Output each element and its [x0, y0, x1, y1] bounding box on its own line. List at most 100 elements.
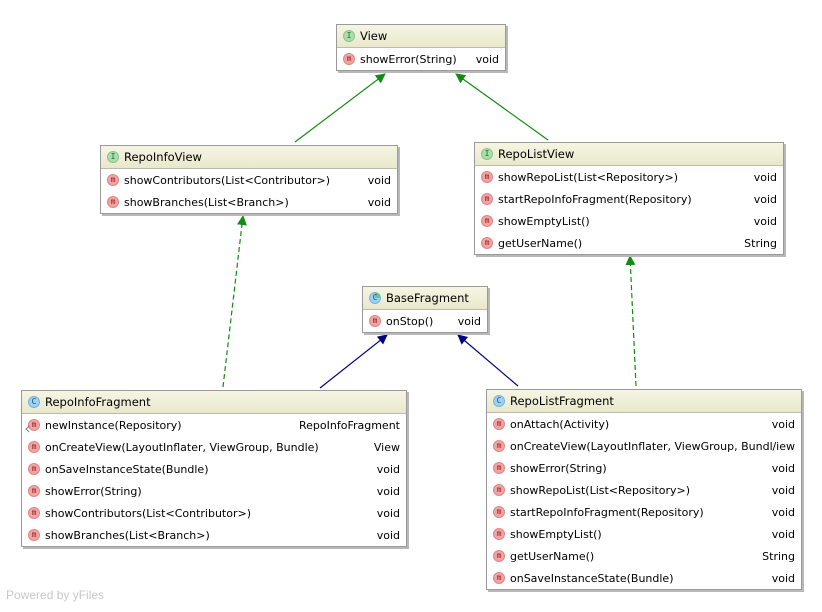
method-signature: showError(String) — [360, 52, 457, 66]
method-icon: m — [493, 462, 505, 474]
method-signature: showError(String) — [45, 484, 142, 498]
method-return-type: void — [753, 170, 777, 184]
method-row[interactable]: m startRepoInfoFragment(Repository) void — [487, 501, 801, 523]
method-icon: m — [343, 53, 355, 65]
method-row[interactable]: m showContributors(List<Contributor>) vo… — [101, 169, 397, 191]
method-signature: onAttach(Activity) — [510, 417, 610, 431]
method-row[interactable]: m showEmptyList() void — [475, 210, 783, 232]
edge-repolistfragment-implements-repolistview — [625, 255, 637, 387]
method-signature: showRepoList(List<Repository>) — [510, 483, 691, 497]
method-icon: m — [107, 174, 119, 186]
class-icon: C — [493, 395, 505, 407]
method-row[interactable]: m showError(String) void — [337, 48, 505, 70]
node-title: View — [360, 29, 388, 43]
node-header: C RepoListFragment — [487, 390, 801, 413]
method-row[interactable]: m onStop() void — [363, 310, 487, 332]
method-signature: showRepoList(List<Repository>) — [498, 170, 679, 184]
method-signature: showContributors(List<Contributor>) — [45, 506, 251, 520]
node-header: I View — [337, 25, 505, 48]
method-icon: m — [369, 315, 381, 327]
edge-repoinfoview-to-view — [294, 73, 386, 143]
node-repo-info-fragment[interactable]: C RepoInfoFragment m newInstance(Reposit… — [21, 390, 407, 547]
method-row[interactable]: m showEmptyList() void — [487, 523, 801, 545]
method-signature: startRepoInfoFragment(Repository) — [498, 192, 692, 206]
method-row[interactable]: m onCreateView(LayoutInflater, ViewGroup… — [22, 436, 406, 458]
method-row[interactable]: m newInstance(Repository) RepoInfoFragme… — [22, 414, 406, 436]
static-method-icon: m — [25, 419, 40, 433]
method-return-type: void — [771, 417, 795, 431]
method-signature: onStop() — [386, 314, 434, 328]
method-row[interactable]: m getUserName() String — [487, 545, 801, 567]
edge-repolistview-to-view — [455, 73, 549, 141]
method-row[interactable]: m showContributors(List<Contributor>) vo… — [22, 502, 406, 524]
interface-icon: I — [481, 148, 493, 160]
method-return-type: void — [753, 214, 777, 228]
method-return-type: void — [376, 462, 400, 476]
method-return-type: String — [744, 236, 777, 250]
method-row[interactable]: m onAttach(Activity) void — [487, 413, 801, 435]
method-icon: m — [493, 528, 505, 540]
method-signature: startRepoInfoFragment(Repository) — [510, 505, 704, 519]
method-signature: showEmptyList() — [498, 214, 590, 228]
method-signature: getUserName() — [510, 549, 595, 563]
node-header: I RepoListView — [475, 143, 783, 166]
node-title: BaseFragment — [386, 291, 469, 305]
node-repo-list-view[interactable]: I RepoListView m showRepoList(List<Repos… — [474, 142, 784, 255]
method-icon: m — [28, 507, 40, 519]
method-row[interactable]: m getUserName() String — [475, 232, 783, 254]
method-return-type: void — [771, 527, 795, 541]
node-title: RepoListView — [498, 147, 575, 161]
method-return-type: void — [771, 505, 795, 519]
method-row[interactable]: m onCreateView(LayoutInflater, ViewGroup… — [487, 435, 801, 457]
node-base-fragment[interactable]: C BaseFragment m onStop() void — [362, 286, 488, 333]
method-signature: showError(String) — [510, 461, 607, 475]
method-return-type: void — [367, 195, 391, 209]
method-icon: m — [493, 550, 505, 562]
method-signature: getUserName() — [498, 236, 583, 250]
method-icon: m — [493, 572, 505, 584]
interface-icon: I — [107, 151, 119, 163]
method-return-type: RepoInfoFragment — [299, 418, 400, 432]
method-icon: m — [493, 418, 505, 430]
edge-repoinfofragment-extends-basefragment — [319, 334, 388, 389]
method-row[interactable]: m startRepoInfoFragment(Repository) void — [475, 188, 783, 210]
edge-repoinfofragment-implements-repoinfoview — [222, 215, 247, 388]
method-row[interactable]: m showBranches(List<Branch>) void — [101, 191, 397, 213]
node-title: RepoInfoFragment — [45, 395, 151, 409]
method-signature: showEmptyList() — [510, 527, 602, 541]
method-signature: newInstance(Repository) — [45, 418, 182, 432]
method-signature: showBranches(List<Branch>) — [45, 528, 210, 542]
node-view[interactable]: I View m showError(String) void — [336, 24, 506, 71]
node-repo-info-view[interactable]: I RepoInfoView m showContributors(List<C… — [100, 145, 398, 214]
node-repo-list-fragment[interactable]: C RepoListFragment m onAttach(Activity) … — [486, 389, 802, 590]
method-icon: m — [481, 237, 493, 249]
method-icon: m — [28, 463, 40, 475]
method-row[interactable]: m onSaveInstanceState(Bundle) void — [22, 458, 406, 480]
method-return-type: void — [376, 506, 400, 520]
method-row[interactable]: m showRepoList(List<Repository>) void — [487, 479, 801, 501]
method-badge-letter: m — [31, 420, 37, 429]
method-return-type: View — [373, 440, 400, 454]
method-return-type: void — [753, 192, 777, 206]
method-icon: m — [28, 441, 40, 453]
method-return-type: void — [376, 528, 400, 542]
abstract-class-icon: C — [369, 292, 381, 304]
method-icon: m — [107, 196, 119, 208]
method-icon: m — [481, 171, 493, 183]
method-row[interactable]: m showError(String) void — [22, 480, 406, 502]
method-signature: onCreateView(LayoutInflater, ViewGroup, … — [45, 440, 319, 454]
method-return-type: void — [376, 484, 400, 498]
method-row[interactable]: m showBranches(List<Branch>) void — [22, 524, 406, 546]
method-row[interactable]: m showRepoList(List<Repository>) void — [475, 166, 783, 188]
node-header: C RepoInfoFragment — [22, 391, 406, 414]
method-return-type: void — [771, 461, 795, 475]
method-icon: m — [481, 215, 493, 227]
method-icon: m — [28, 485, 40, 497]
method-icon: m — [28, 529, 40, 541]
method-icon: m — [493, 484, 505, 496]
method-row[interactable]: m onSaveInstanceState(Bundle) void — [487, 567, 801, 589]
method-return-type: void — [475, 52, 499, 66]
method-row[interactable]: m showError(String) void — [487, 457, 801, 479]
interface-icon: I — [343, 30, 355, 42]
